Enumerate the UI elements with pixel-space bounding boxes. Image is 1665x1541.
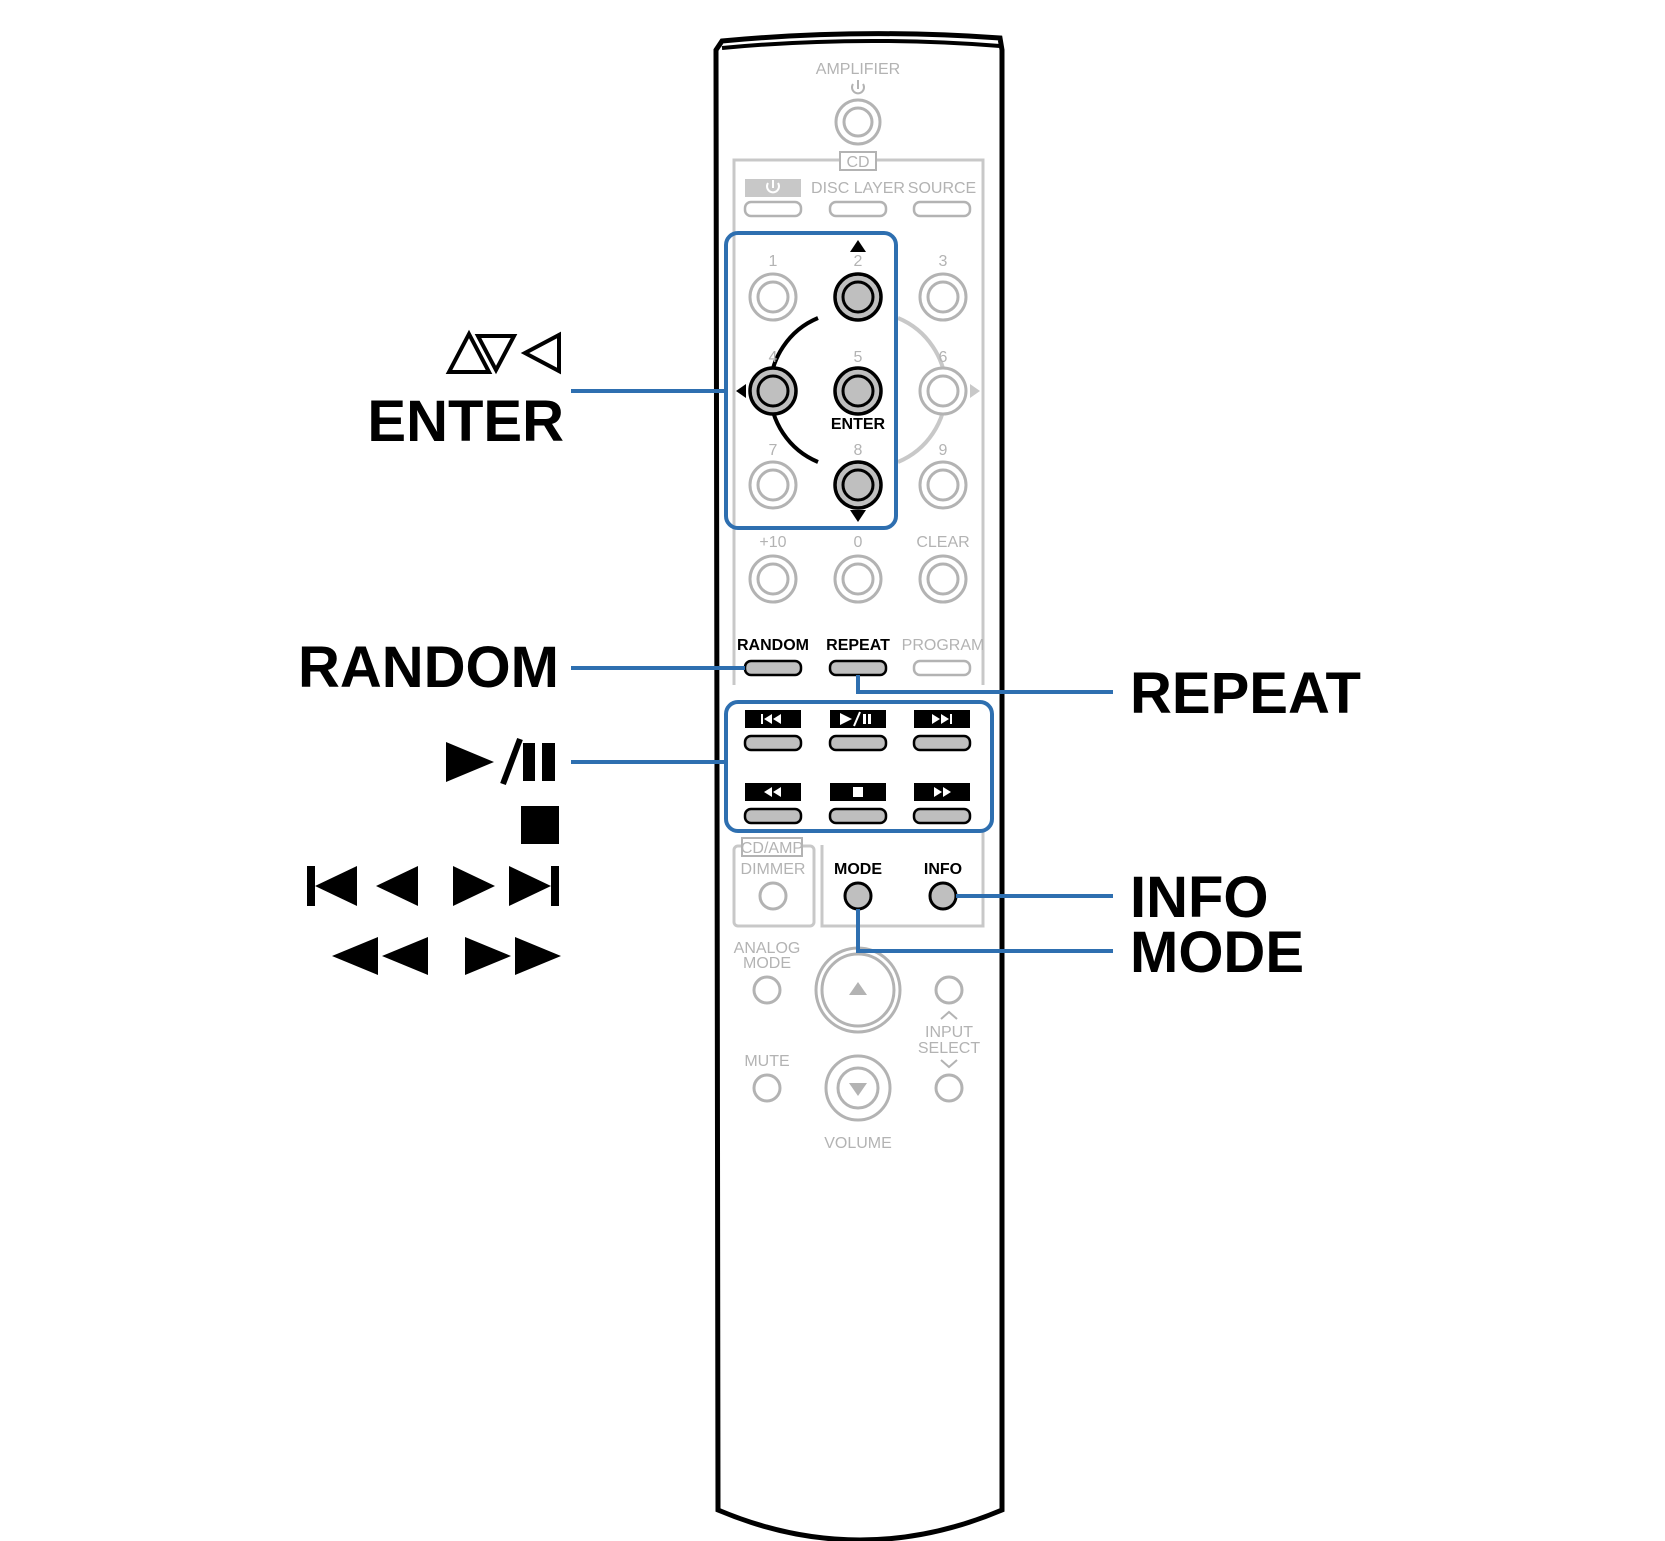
skip-back-icon (761, 714, 781, 724)
number-key-7[interactable]: 7 (748, 442, 798, 510)
rewind-icon (764, 787, 781, 797)
cd-amp-frame: CD/AMP (732, 830, 985, 928)
input-select-up-button[interactable] (934, 975, 964, 1020)
program-button[interactable]: PROGRAM (902, 637, 985, 677)
callout-lines (571, 389, 1113, 953)
random-label: RANDOM (737, 637, 809, 654)
number-key-label: 3 (939, 253, 948, 270)
dimmer-button[interactable]: DIMMER (741, 861, 806, 911)
skip-callout-symbols (307, 866, 559, 906)
volume-down-button[interactable] (824, 1054, 892, 1122)
number-key-1[interactable]: 1 (748, 253, 798, 322)
analog-mode-button[interactable]: ANALOG MODE (734, 940, 801, 1005)
amplifier-power-button[interactable]: AMPLIFIER (816, 61, 900, 146)
source-label: SOURCE (908, 180, 976, 197)
skip-forward-icon (932, 714, 952, 724)
stop-button[interactable] (828, 783, 888, 825)
number-key-label: 6 (939, 349, 948, 366)
volume-label: VOLUME (824, 1135, 892, 1152)
analog-mode-label: MODE (743, 955, 791, 972)
number-key-0[interactable]: 0 (833, 534, 883, 604)
mode-callout-label: MODE (1130, 920, 1304, 985)
input-select-label: INPUT (925, 1024, 973, 1041)
number-key-3[interactable]: 3 (918, 253, 968, 322)
number-key-4-left[interactable]: 4 (736, 349, 798, 416)
input-select-down-button[interactable] (934, 1059, 964, 1103)
chevron-down-icon (940, 1059, 958, 1069)
number-key-2-up[interactable]: 2 (833, 240, 883, 322)
cd-section-frame: CD (732, 151, 985, 685)
cursor-callout-symbols (445, 329, 561, 375)
play-pause-icon (840, 711, 871, 727)
repeat-label: REPEAT (826, 637, 890, 654)
play-pause-callout-symbol (446, 737, 555, 786)
analog-mode-label: ANALOG (734, 940, 801, 957)
volume-down-icon (849, 1083, 867, 1096)
right-arrow-icon (970, 384, 980, 398)
transport-keys-highlight (724, 700, 994, 833)
skip-back-button[interactable] (743, 710, 803, 752)
volume-up-icon (849, 982, 867, 995)
mute-label: MUTE (744, 1053, 789, 1070)
number-key-8-down[interactable]: 8 (833, 442, 883, 522)
mute-button[interactable]: MUTE (744, 1053, 790, 1103)
disc-layer-label: DISC LAYER (811, 180, 905, 197)
number-key-9[interactable]: 9 (918, 442, 968, 510)
clear-label: CLEAR (916, 534, 969, 551)
down-arrow-icon (850, 510, 866, 522)
left-arrow-icon (736, 384, 746, 398)
amplifier-label: AMPLIFIER (816, 61, 900, 78)
rewind-button[interactable] (743, 783, 803, 825)
mode-label: MODE (834, 861, 882, 878)
number-key-label: 0 (854, 534, 863, 551)
number-key-label: 9 (939, 442, 948, 459)
number-key-label: 2 (854, 253, 863, 270)
program-label: PROGRAM (902, 637, 985, 654)
up-arrow-icon (850, 240, 866, 252)
stop-icon (853, 787, 863, 797)
number-key-label: 1 (769, 253, 778, 270)
number-key-6-right[interactable]: 6 (918, 349, 980, 416)
cd-amp-label: CD/AMP (741, 840, 803, 857)
skip-forward-button[interactable] (912, 710, 972, 752)
number-key-label: 7 (769, 442, 778, 459)
number-key-plus10[interactable]: +10 (748, 534, 798, 604)
play-pause-button[interactable] (828, 710, 888, 752)
input-select-label: SELECT (918, 1040, 980, 1057)
cd-power-icon (766, 180, 780, 194)
number-key-5-enter[interactable]: 5 ENTER (831, 349, 886, 433)
chevron-up-icon (940, 1010, 958, 1020)
power-icon (851, 80, 865, 95)
number-key-label: +10 (759, 534, 786, 551)
info-label: INFO (924, 861, 962, 878)
cd-label: CD (846, 154, 869, 171)
info-callout-label: INFO (1130, 865, 1269, 930)
number-key-label: 4 (769, 349, 778, 366)
number-key-label: 5 (854, 349, 863, 366)
cd-power-button[interactable] (743, 179, 803, 218)
fast-forward-button[interactable] (912, 783, 972, 825)
dimmer-label: DIMMER (741, 861, 806, 878)
fast-forward-icon (934, 787, 951, 797)
clear-button[interactable]: CLEAR (916, 534, 970, 604)
random-callout-label: RANDOM (298, 635, 559, 700)
volume-up-button[interactable] (814, 946, 902, 1034)
repeat-callout-label: REPEAT (1130, 661, 1361, 726)
search-callout-symbols (332, 937, 561, 975)
random-button[interactable]: RANDOM (737, 637, 809, 677)
enter-label: ENTER (831, 416, 886, 433)
info-button[interactable]: INFO (924, 861, 962, 911)
disc-layer-button[interactable]: DISC LAYER (811, 180, 905, 218)
source-button[interactable]: SOURCE (908, 180, 976, 218)
stop-callout-symbol (521, 806, 559, 844)
enter-callout-label: ENTER (367, 389, 564, 454)
number-key-label: 8 (854, 442, 863, 459)
cursor-keys-highlight (724, 231, 898, 530)
